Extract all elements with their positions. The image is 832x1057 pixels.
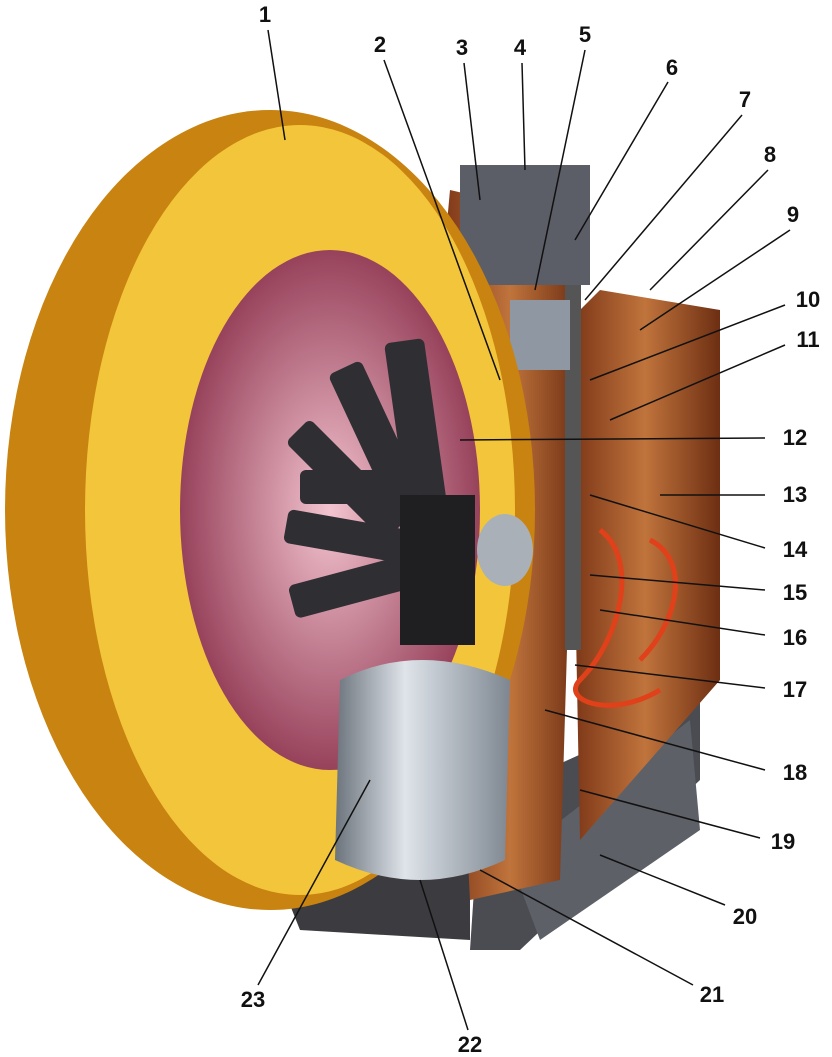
callout-3: 3 (455, 35, 469, 60)
magnet-cylinder (335, 660, 510, 880)
wires (573, 528, 678, 708)
callout-13: 13 (782, 482, 808, 507)
callout-5: 5 (578, 22, 592, 47)
callout-6: 6 (665, 55, 679, 80)
callout-9: 9 (786, 202, 800, 227)
callout-18: 18 (782, 760, 808, 785)
callout-12: 12 (782, 425, 808, 450)
callout-20: 20 (732, 904, 758, 929)
center-block (400, 495, 475, 645)
callout-21: 21 (699, 982, 725, 1007)
callout-15: 15 (782, 580, 808, 605)
callout-19: 19 (770, 829, 796, 854)
callout-16: 16 (782, 625, 808, 650)
top-bracket (460, 165, 590, 285)
callout-4: 4 (513, 35, 527, 60)
rear-plate (570, 290, 720, 840)
callout-10: 10 (795, 287, 821, 312)
coil-block (510, 300, 570, 370)
callout-2: 2 (373, 32, 387, 57)
callout-14: 14 (782, 537, 808, 562)
leader-lines (257, 29, 791, 1031)
shaft (477, 514, 533, 586)
callout-23: 23 (240, 987, 266, 1012)
callout-22: 22 (457, 1032, 483, 1057)
callout-7: 7 (738, 87, 752, 112)
callout-8: 8 (763, 142, 777, 167)
callout-17: 17 (782, 677, 808, 702)
callout-1: 1 (258, 2, 272, 27)
callout-11: 11 (796, 327, 820, 352)
armature-fingers (283, 338, 447, 618)
